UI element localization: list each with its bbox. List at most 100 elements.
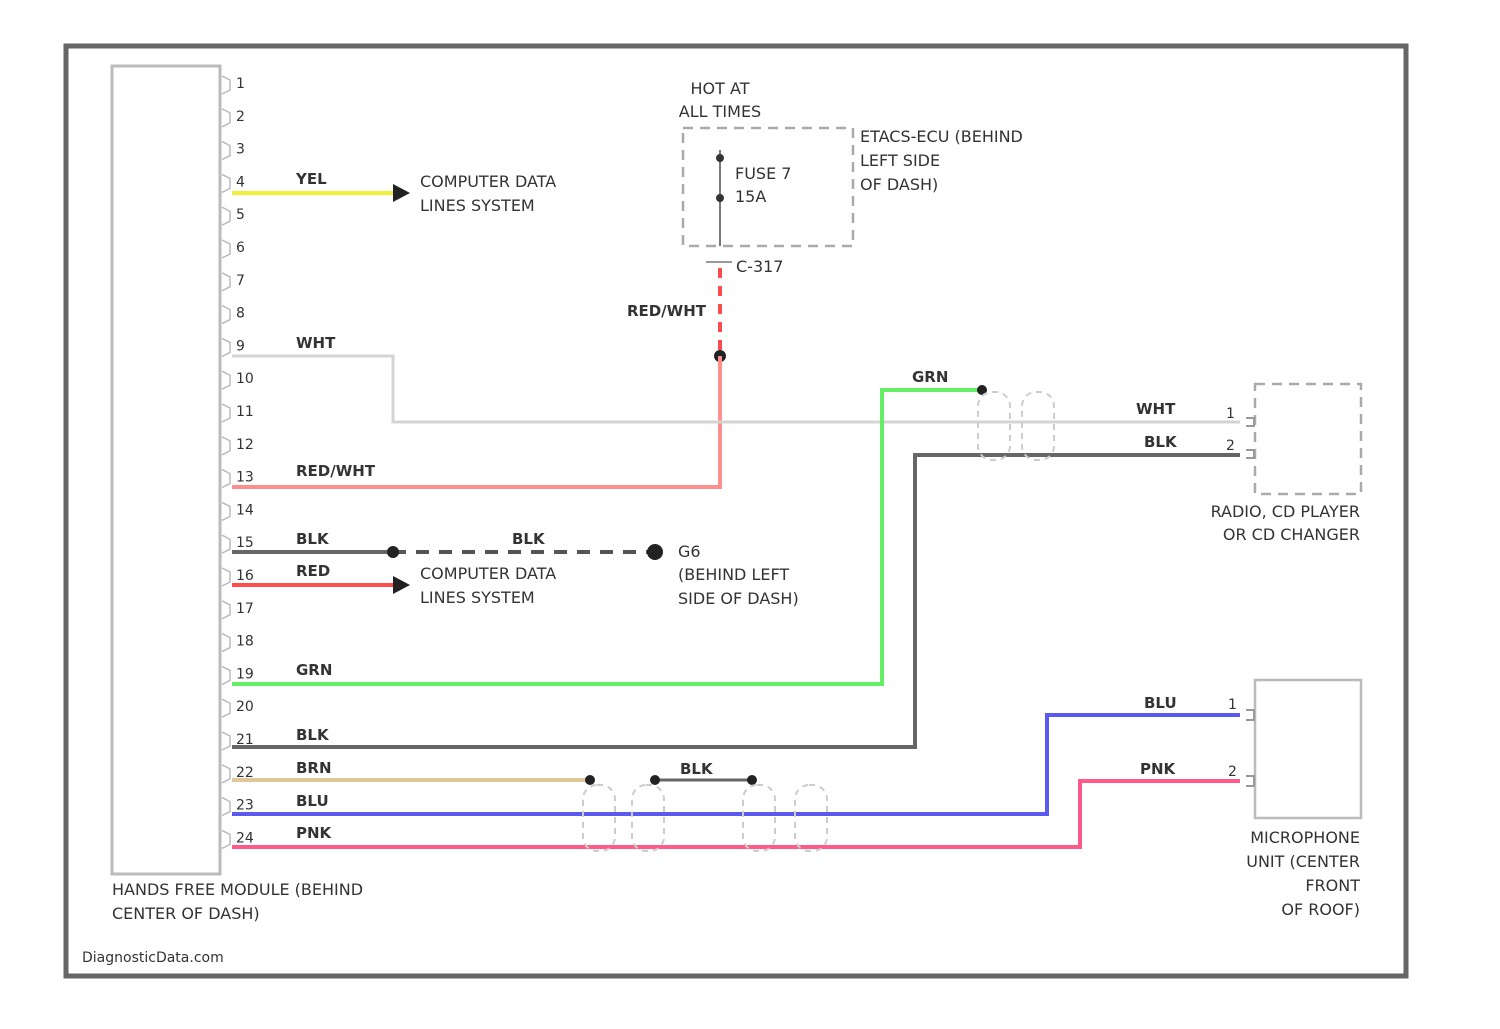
connector-code: C-317 (736, 257, 783, 276)
etacs-label-2: LEFT SIDE (860, 151, 940, 170)
module-pin-terminal-3 (222, 142, 230, 160)
wire-label-blu-mic: BLU (1144, 694, 1177, 712)
module-pin-7: 7 (236, 273, 245, 289)
module-pin-terminal-2 (222, 109, 230, 127)
radio-label-1: RADIO, CD PLAYER (1211, 502, 1360, 521)
mic-label-3: FRONT (1305, 876, 1360, 895)
module-pin-10: 10 (236, 371, 254, 387)
radio-connector (1246, 418, 1254, 458)
shield-mic-3 (743, 785, 775, 851)
module-pin-1: 1 (236, 76, 245, 92)
microphone-connector (1246, 710, 1254, 786)
mic-label-1: MICROPHONE (1250, 828, 1360, 847)
etacs-label-3: OF DASH) (860, 175, 938, 194)
module-pin-terminal-19 (222, 666, 230, 684)
module-pin-terminal-6 (222, 240, 230, 258)
etacs-label-1: ETACS-ECU (BEHIND (860, 127, 1023, 146)
wire-label-yel: YEL (295, 170, 327, 188)
module-pin-terminal-5 (222, 207, 230, 225)
module-pin-terminal-1 (222, 76, 230, 94)
module-pin-11: 11 (236, 404, 254, 420)
shield-mic-4 (795, 785, 827, 851)
fuse-name: FUSE 7 (735, 164, 791, 183)
module-pin-16: 16 (236, 568, 254, 584)
wire-label-pnk-mic: PNK (1140, 760, 1177, 778)
module-pin-14: 14 (236, 502, 254, 518)
module-pin-terminal-8 (222, 306, 230, 324)
module-pin-5: 5 (236, 207, 245, 223)
hot-label-line-2: ALL TIMES (679, 102, 761, 121)
module-pin-3: 3 (236, 142, 245, 158)
wire-label-grn-top: GRN (912, 368, 948, 386)
mic-pin-2: 2 (1228, 764, 1237, 780)
module-pin-terminal-10 (222, 371, 230, 389)
wire-label-red-wht-fuse: RED/WHT (627, 302, 707, 320)
splice-brn (585, 775, 595, 785)
shield-radio-left (978, 392, 1010, 460)
wire-label-wht: WHT (296, 334, 336, 352)
wire-label-blk-15: BLK (296, 530, 330, 548)
module-pin-terminal-15 (222, 535, 230, 553)
module-pin-terminal-24 (222, 830, 230, 848)
wire-label-pnk-24: PNK (296, 824, 333, 842)
wire-label-blk-ground: BLK (512, 530, 546, 548)
module-pin-17: 17 (236, 601, 254, 617)
fuse-terminal-bottom (716, 194, 724, 202)
wire-label-grn-19: GRN (296, 661, 332, 679)
microphone-box (1255, 680, 1361, 818)
watermark: DiagnosticData.com (82, 950, 224, 966)
module-pin-terminal-20 (222, 699, 230, 717)
computer-data-1-line-2: LINES SYSTEM (420, 196, 535, 215)
module-pin-4: 4 (236, 174, 245, 190)
wire-label-wht-radio: WHT (1136, 400, 1176, 418)
wire-label-red-16: RED (296, 562, 330, 580)
module-pin-12: 12 (236, 437, 254, 453)
wire-grn (232, 390, 982, 684)
diagram-frame (66, 46, 1406, 976)
ground-desc-2: SIDE OF DASH) (678, 589, 799, 608)
wire-label-blk-shield: BLK (680, 760, 714, 778)
radio-box (1255, 384, 1361, 494)
module-pin-terminal-17 (222, 601, 230, 619)
module-pin-19: 19 (236, 666, 254, 682)
module-pin-9: 9 (236, 338, 245, 354)
radio-label-2: OR CD CHANGER (1223, 525, 1360, 544)
module-pin-terminal-18 (222, 634, 230, 652)
radio-pin-1: 1 (1226, 406, 1235, 422)
module-pin-23: 23 (236, 798, 254, 814)
wire-wht (232, 356, 1240, 422)
wire-label-blk-21: BLK (296, 726, 330, 744)
ground-g6-point (647, 544, 663, 560)
module-pin-2: 2 (236, 109, 245, 125)
module-pin-8: 8 (236, 306, 245, 322)
wire-label-red-wht-13: RED/WHT (296, 462, 376, 480)
module-pin-terminal-4 (222, 174, 230, 192)
hands-free-module-box (112, 66, 220, 874)
splice-blk-15 (387, 546, 399, 558)
module-pin-terminal-13 (222, 470, 230, 488)
arrow-computer-data-1 (393, 184, 410, 202)
module-pin-18: 18 (236, 634, 254, 650)
module-pin-terminal-14 (222, 502, 230, 520)
module-pin-terminal-23 (222, 798, 230, 816)
module-pin-terminal-9 (222, 338, 230, 356)
module-pin-20: 20 (236, 699, 254, 715)
module-label-2: CENTER OF DASH) (112, 904, 260, 923)
module-pin-terminal-12 (222, 437, 230, 455)
shield-mic-2 (632, 785, 664, 851)
module-pin-24: 24 (236, 830, 254, 846)
radio-pin-2: 2 (1226, 438, 1235, 454)
mic-pin-1: 1 (1228, 697, 1237, 713)
computer-data-2-line-2: LINES SYSTEM (420, 588, 535, 607)
wire-label-blk-radio: BLK (1144, 433, 1178, 451)
fuse-rating: 15A (735, 187, 766, 206)
ground-code: G6 (678, 542, 701, 561)
mic-label-2: UNIT (CENTER (1246, 852, 1360, 871)
module-pin-15: 15 (236, 535, 254, 551)
splice-shield-left (650, 775, 660, 785)
splice-shield-right (747, 775, 757, 785)
module-pin-terminal-11 (222, 404, 230, 422)
wire-label-brn-22: BRN (296, 759, 332, 777)
